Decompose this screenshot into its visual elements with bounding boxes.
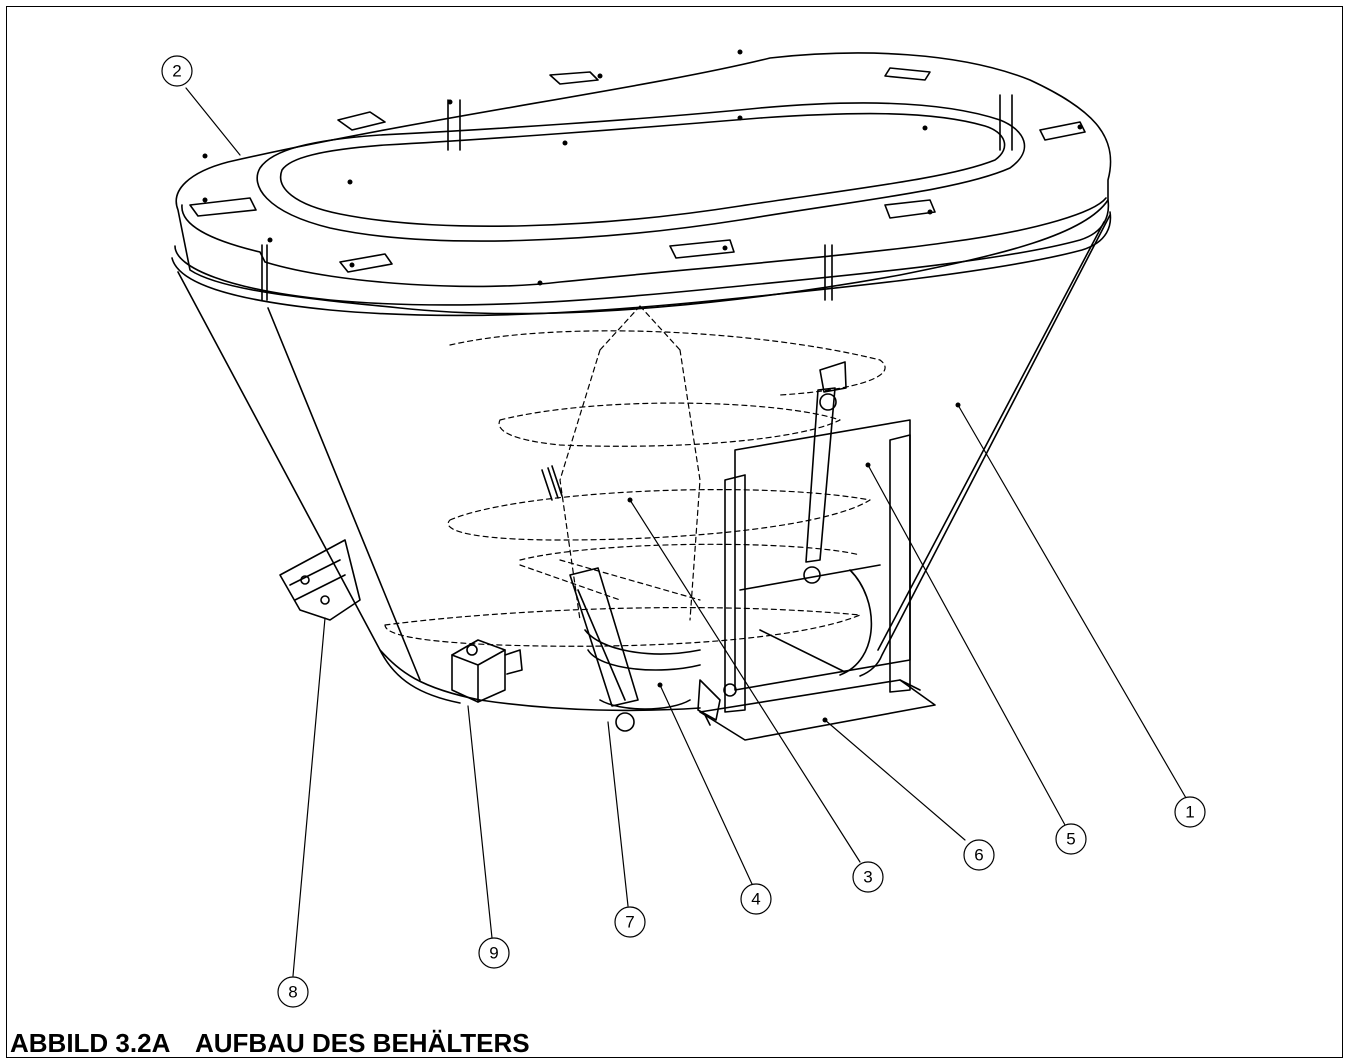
callout-3: 3 xyxy=(852,861,884,893)
dosing-gate xyxy=(724,419,911,713)
svg-text:2: 2 xyxy=(172,62,181,81)
bottom-cover xyxy=(697,679,737,721)
callout-6: 6 xyxy=(963,839,995,871)
svg-text:3: 3 xyxy=(863,868,872,887)
figure-title: AUFBAU DES BEHÄLTERS xyxy=(195,1028,530,1058)
callout-leaders xyxy=(185,87,1187,977)
gate-base-plate xyxy=(699,679,936,741)
callout-8: 8 xyxy=(277,976,309,1008)
control-box xyxy=(451,639,523,703)
callout-9: 9 xyxy=(478,937,510,969)
svg-text:1: 1 xyxy=(1185,803,1194,822)
hopper-body xyxy=(177,214,1111,712)
hand-levers xyxy=(541,465,563,501)
discharge-chute xyxy=(759,569,873,676)
svg-text:5: 5 xyxy=(1066,830,1075,849)
drawing-frame xyxy=(6,6,1343,1058)
svg-text:6: 6 xyxy=(974,846,983,865)
callout-2: 2 xyxy=(161,55,193,87)
svg-text:8: 8 xyxy=(288,983,297,1002)
callout-7: 7 xyxy=(614,906,646,938)
figure-number: ABBILD 3.2A xyxy=(10,1028,171,1058)
shutoff-housing xyxy=(279,539,361,621)
callout-5: 5 xyxy=(1055,823,1087,855)
figure-caption: ABBILD 3.2A AUFBAU DES BEHÄLTERS xyxy=(10,1026,530,1060)
svg-text:7: 7 xyxy=(625,913,634,932)
callout-4: 4 xyxy=(740,883,772,915)
gate-actuator xyxy=(803,361,847,584)
callout-1: 1 xyxy=(1174,796,1206,828)
svg-text:9: 9 xyxy=(489,944,498,963)
drive-bracket xyxy=(569,567,701,732)
hopper-top-rim xyxy=(171,49,1112,317)
auger-hidden-lines xyxy=(384,305,886,647)
svg-text:4: 4 xyxy=(751,890,760,909)
